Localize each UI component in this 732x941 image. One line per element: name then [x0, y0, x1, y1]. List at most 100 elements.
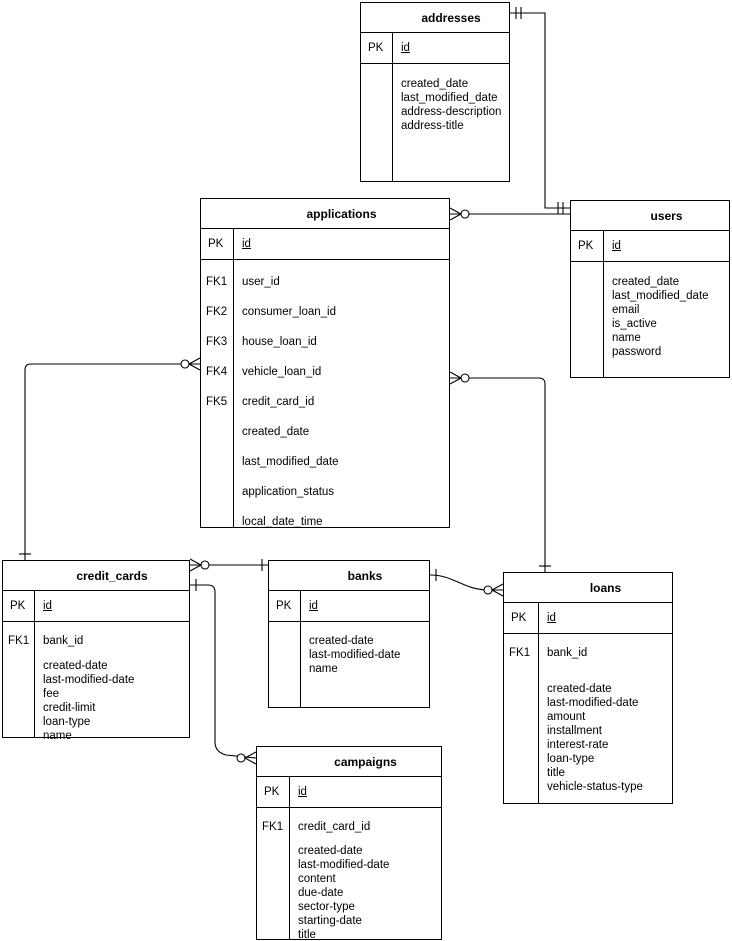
pk-field-addresses: id	[401, 42, 410, 54]
pk-row-banks: PK id	[269, 591, 429, 622]
pk-row-credit_cards: PK id	[3, 591, 189, 622]
fk-tag-applications-fk5: FK5	[206, 396, 228, 408]
attribute-campaigns-due-date: due-date	[298, 887, 344, 899]
attribute-credit_cards-name: name	[43, 730, 72, 742]
attribute-credit_cards-created-date: created-date	[43, 660, 108, 672]
connector-applications-loans	[449, 371, 551, 572]
key-column-credit_cards	[3, 591, 35, 738]
attribute-credit_cards-last-modified-date: last-modified-date	[43, 674, 135, 686]
connector-applications-users	[449, 207, 570, 221]
attribute-applications-user_id: user_id	[242, 276, 280, 288]
attribute-credit_cards-loan-type: loan-type	[43, 716, 91, 728]
attribute-campaigns-sector-type: sector-type	[298, 901, 355, 913]
entity-title-addresses: addresses	[361, 3, 509, 33]
attribute-banks-created-date: created-date	[309, 635, 374, 647]
entity-title-banks: banks	[269, 561, 429, 591]
attribute-users-password: password	[612, 346, 662, 358]
key-column-campaigns	[257, 777, 290, 940]
attribute-zone-credit_cards: FK1 bank_id created-date last-modified-date…	[3, 622, 189, 742]
attribute-applications-application_status: application_status	[242, 486, 335, 498]
attribute-applications-last_modified_date: last_modified_date	[242, 456, 339, 468]
entity-title-users: users	[571, 201, 729, 231]
fk-tag-campaigns-fk1: FK1	[262, 821, 284, 833]
attribute-banks-name: name	[309, 663, 338, 675]
connector-applications-credit-cards	[19, 357, 201, 560]
attribute-banks-last-modified-date: last-modified-date	[309, 649, 401, 661]
attribute-users-created_date: created_date	[612, 276, 680, 288]
entity-title-loans: loans	[504, 573, 672, 603]
connector-addresses-users	[510, 7, 570, 214]
fk-tag-credit_cards-fk1: FK1	[8, 635, 30, 647]
attribute-applications-local_date_time: local_date_time	[242, 516, 323, 528]
attribute-loans-vehicle-status-type: vehicle-status-type	[547, 781, 643, 793]
attribute-zone-banks: created-date last-modified-date name	[269, 622, 429, 708]
attribute-credit_cards-bank_id: bank_id	[43, 635, 84, 647]
attribute-applications-house_loan_id: house_loan_id	[242, 336, 317, 348]
fk-tag-loans-fk1: FK1	[509, 647, 531, 659]
attribute-addresses-address-title: address-title	[401, 120, 464, 132]
key-column-applications	[201, 229, 234, 528]
pk-field-users: id	[612, 240, 621, 252]
attribute-campaigns-created-date: created-date	[298, 845, 363, 857]
fk-tag-applications-fk2: FK2	[206, 306, 228, 318]
attribute-users-last_modified_date: last_modified_date	[612, 290, 709, 302]
attribute-campaigns-last-modified-date: last-modified-date	[298, 859, 390, 871]
connector-credit-cards-banks	[189, 558, 268, 572]
connector-banks-loans	[429, 569, 504, 597]
attribute-loans-interest-rate: interest-rate	[547, 739, 609, 751]
pk-field-banks: id	[309, 600, 318, 612]
attribute-credit_cards-fee: fee	[43, 688, 59, 700]
attribute-loans-title: title	[547, 767, 565, 779]
fk-tag-applications-fk1: FK1	[206, 276, 228, 288]
entity-title-campaigns: campaigns	[257, 747, 441, 777]
pk-tag-banks: PK	[276, 600, 292, 612]
attribute-loans-amount: amount	[547, 711, 586, 723]
entity-body-banks: PK id created-date last-modified-date name	[269, 591, 429, 708]
attribute-loans-installment: installment	[547, 725, 602, 737]
pk-tag-addresses: PK	[368, 42, 384, 54]
attribute-applications-credit_card_id: credit_card_id	[242, 396, 315, 408]
attribute-applications-consumer_loan_id: consumer_loan_id	[242, 306, 336, 318]
attribute-loans-loan-type: loan-type	[547, 753, 595, 765]
pk-tag-applications: PK	[208, 238, 224, 250]
fk-tag-applications-fk4: FK4	[206, 366, 228, 378]
attribute-loans-bank_id: bank_id	[547, 647, 588, 659]
pk-field-loans: id	[547, 612, 556, 624]
attribute-addresses-address-description: address-description	[401, 106, 502, 118]
attribute-loans-created-date: created-date	[547, 683, 612, 695]
pk-field-campaigns: id	[298, 786, 307, 798]
pk-tag-credit_cards: PK	[10, 600, 26, 612]
attribute-users-is_active: is_active	[612, 318, 657, 330]
key-column-loans	[504, 603, 539, 804]
attribute-applications-created_date: created_date	[242, 426, 310, 438]
attribute-addresses-created_date: created_date	[401, 78, 469, 90]
attribute-applications-vehicle_loan_id: vehicle_loan_id	[242, 366, 322, 378]
attribute-campaigns-starting-date: starting-date	[298, 915, 362, 927]
key-column-addresses	[361, 33, 393, 182]
pk-field-credit_cards: id	[43, 600, 52, 612]
